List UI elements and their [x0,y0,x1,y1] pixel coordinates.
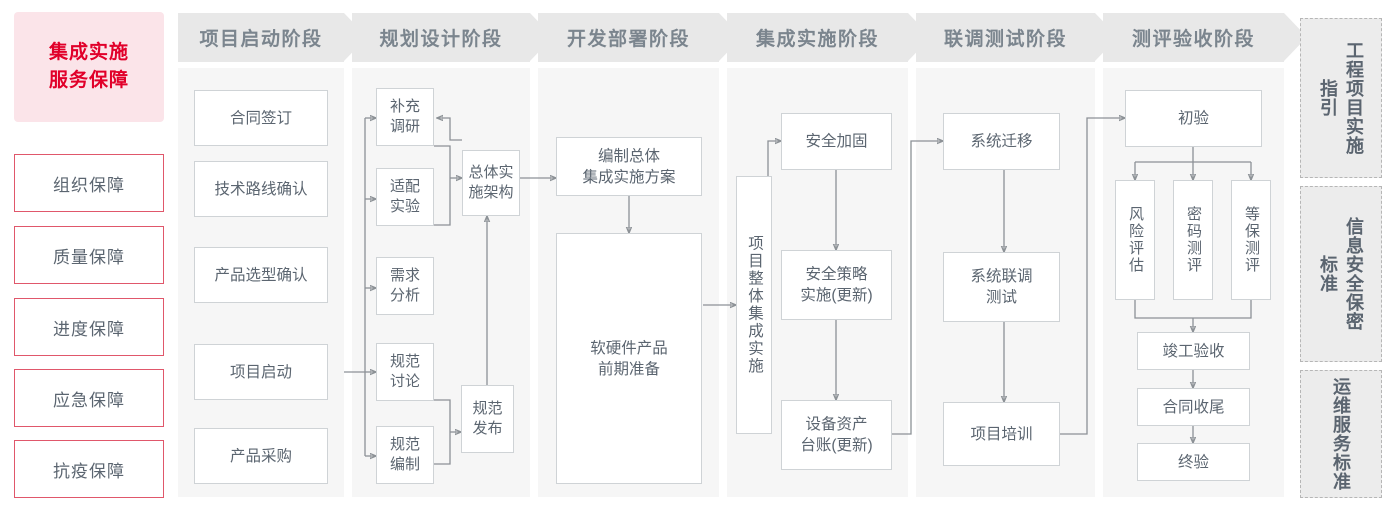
standards-item-label: 运维服务标准 [1331,377,1351,491]
node-tech-route-confirm[interactable]: 技术路线确认 [194,161,328,217]
node-product-procurement[interactable]: 产品采购 [194,428,328,484]
node-label-line2: 调研 [389,118,420,135]
node-label: 项目启动 [229,363,292,381]
standards-item-infosec-standard[interactable]: 信息安全保密标准 [1300,186,1382,362]
node-label-line2: 集成实施方案 [582,168,676,186]
node-label-line1: 安全策略 [805,266,868,283]
standards-item-engineering-guideline[interactable]: 工程项目实施指引 [1300,18,1382,178]
node-supplementary-research[interactable]: 补充 调研 [376,88,434,146]
node-label: 合同收尾 [1162,398,1225,416]
phase-header-label: 集成实施阶段 [755,29,879,50]
node-contract-signing[interactable]: 合同签订 [194,90,328,146]
node-label-line2: 实施(更新) [800,287,873,304]
phase-header-2[interactable]: 规划设计阶段 [352,13,553,62]
node-label: 安全加固 [805,133,868,150]
node-label: 初验 [1177,110,1209,127]
node-spec-drafting[interactable]: 规范 编制 [376,426,434,484]
diagram-title: 集成实施 服务保障 [14,12,164,122]
node-label-line1: 补充 [389,98,420,115]
node-spec-publication[interactable]: 规范 发布 [461,385,514,453]
node-label-line1: 需求 [389,267,420,284]
node-label-line1: 编制总体 [597,147,660,165]
phase-header-1[interactable]: 项目启动阶段 [178,13,367,62]
node-label: 风险评估 [1127,206,1144,274]
node-label-line1: 规范 [389,353,420,370]
node-label: 产品采购 [229,447,292,465]
node-system-migration[interactable]: 系统迁移 [943,113,1060,170]
node-label-line2: 台账(更新) [800,437,873,454]
node-spec-discussion[interactable]: 规范 讨论 [376,343,434,401]
rail-item-label: 抗疫保障 [53,461,125,481]
node-label: 项目整体集成实施 [746,235,763,375]
node-label: 密码测评 [1185,206,1202,274]
node-label-line2: 施架构 [468,184,514,201]
node-label: 竣工验收 [1162,342,1225,360]
rail-item-organization[interactable]: 组织保障 [14,154,164,212]
node-label-line1: 设备资产 [805,416,868,433]
node-label-line1: 软硬件产品 [590,339,668,357]
node-cryptography-assessment[interactable]: 密码测评 [1173,180,1213,300]
node-completion-acceptance[interactable]: 竣工验收 [1137,332,1250,370]
rail-item-epidemic[interactable]: 抗疫保障 [14,440,164,498]
node-overall-implementation-architecture[interactable]: 总体实 施架构 [462,150,520,216]
node-requirement-analysis[interactable]: 需求 分析 [376,257,434,315]
node-label-line2: 前期准备 [597,360,660,378]
node-label-line1: 规范 [389,436,420,453]
node-overall-project-integration[interactable]: 项目整体集成实施 [736,176,772,434]
node-label-line1: 系统联调 [970,268,1033,285]
rail-item-schedule[interactable]: 进度保障 [14,298,164,356]
node-label: 系统迁移 [970,133,1033,150]
phase-header-5[interactable]: 联调测试阶段 [916,13,1118,62]
node-label-line2: 讨论 [389,373,420,390]
node-hw-sw-preparation[interactable]: 软硬件产品 前期准备 [556,233,702,484]
rail-item-quality[interactable]: 质量保障 [14,226,164,284]
node-label: 技术路线确认 [214,180,308,198]
rail-item-label: 进度保障 [53,319,125,339]
phase-header-label: 测评验收阶段 [1131,29,1255,50]
phase-header-label: 规划设计阶段 [379,29,503,50]
node-final-acceptance[interactable]: 终验 [1137,443,1250,481]
phase-header-3[interactable]: 开发部署阶段 [538,13,742,62]
node-overall-integration-plan[interactable]: 编制总体 集成实施方案 [556,137,702,196]
node-system-joint-debug-test[interactable]: 系统联调 测试 [943,252,1060,322]
rail-item-label: 应急保障 [53,390,125,410]
standards-item-label: 工程项目实施指引 [1318,41,1364,155]
node-label-line1: 总体实 [468,164,514,181]
node-label-line2: 发布 [472,420,503,437]
phase-header-6[interactable]: 测评验收阶段 [1103,13,1307,62]
node-contract-closeout[interactable]: 合同收尾 [1137,388,1250,426]
rail-item-label: 组织保障 [53,175,125,195]
node-project-training[interactable]: 项目培训 [943,402,1060,466]
node-label-line2: 分析 [389,287,420,304]
phase-header-label: 联调测试阶段 [943,29,1067,50]
node-label: 合同签订 [229,109,292,127]
node-project-kickoff[interactable]: 项目启动 [194,344,328,400]
node-security-policy-implementation[interactable]: 安全策略 实施(更新) [781,250,892,320]
node-label: 项目培训 [970,425,1033,443]
node-label: 等保测评 [1243,206,1260,274]
node-equipment-asset-ledger[interactable]: 设备资产 台账(更新) [781,400,892,470]
phase-header-label: 开发部署阶段 [566,29,690,50]
node-label: 终验 [1177,453,1209,471]
diagram-title-line2: 服务保障 [48,70,129,91]
standards-item-label: 信息安全保密标准 [1318,217,1364,331]
node-label-line2: 编制 [389,456,420,473]
rail-item-label: 质量保障 [53,247,125,267]
node-label-line2: 实验 [389,198,420,215]
phase-header-4[interactable]: 集成实施阶段 [727,13,931,62]
node-label-line1: 规范 [472,400,503,417]
node-security-hardening[interactable]: 安全加固 [781,113,892,170]
node-risk-assessment[interactable]: 风险评估 [1115,180,1155,300]
node-label-line2: 测试 [985,289,1017,306]
rail-item-emergency[interactable]: 应急保障 [14,369,164,427]
phase-header-label: 项目启动阶段 [199,29,323,50]
node-label: 产品选型确认 [214,266,308,284]
node-mlps-assessment[interactable]: 等保测评 [1231,180,1271,300]
node-label-line1: 适配 [389,178,420,195]
node-product-selection-confirm[interactable]: 产品选型确认 [194,247,328,303]
standards-item-ops-service-standard[interactable]: 运维服务标准 [1300,370,1382,498]
node-adaptation-experiment[interactable]: 适配 实验 [376,168,434,226]
node-initial-acceptance[interactable]: 初验 [1125,90,1262,147]
diagram-title-line1: 集成实施 [48,42,129,63]
